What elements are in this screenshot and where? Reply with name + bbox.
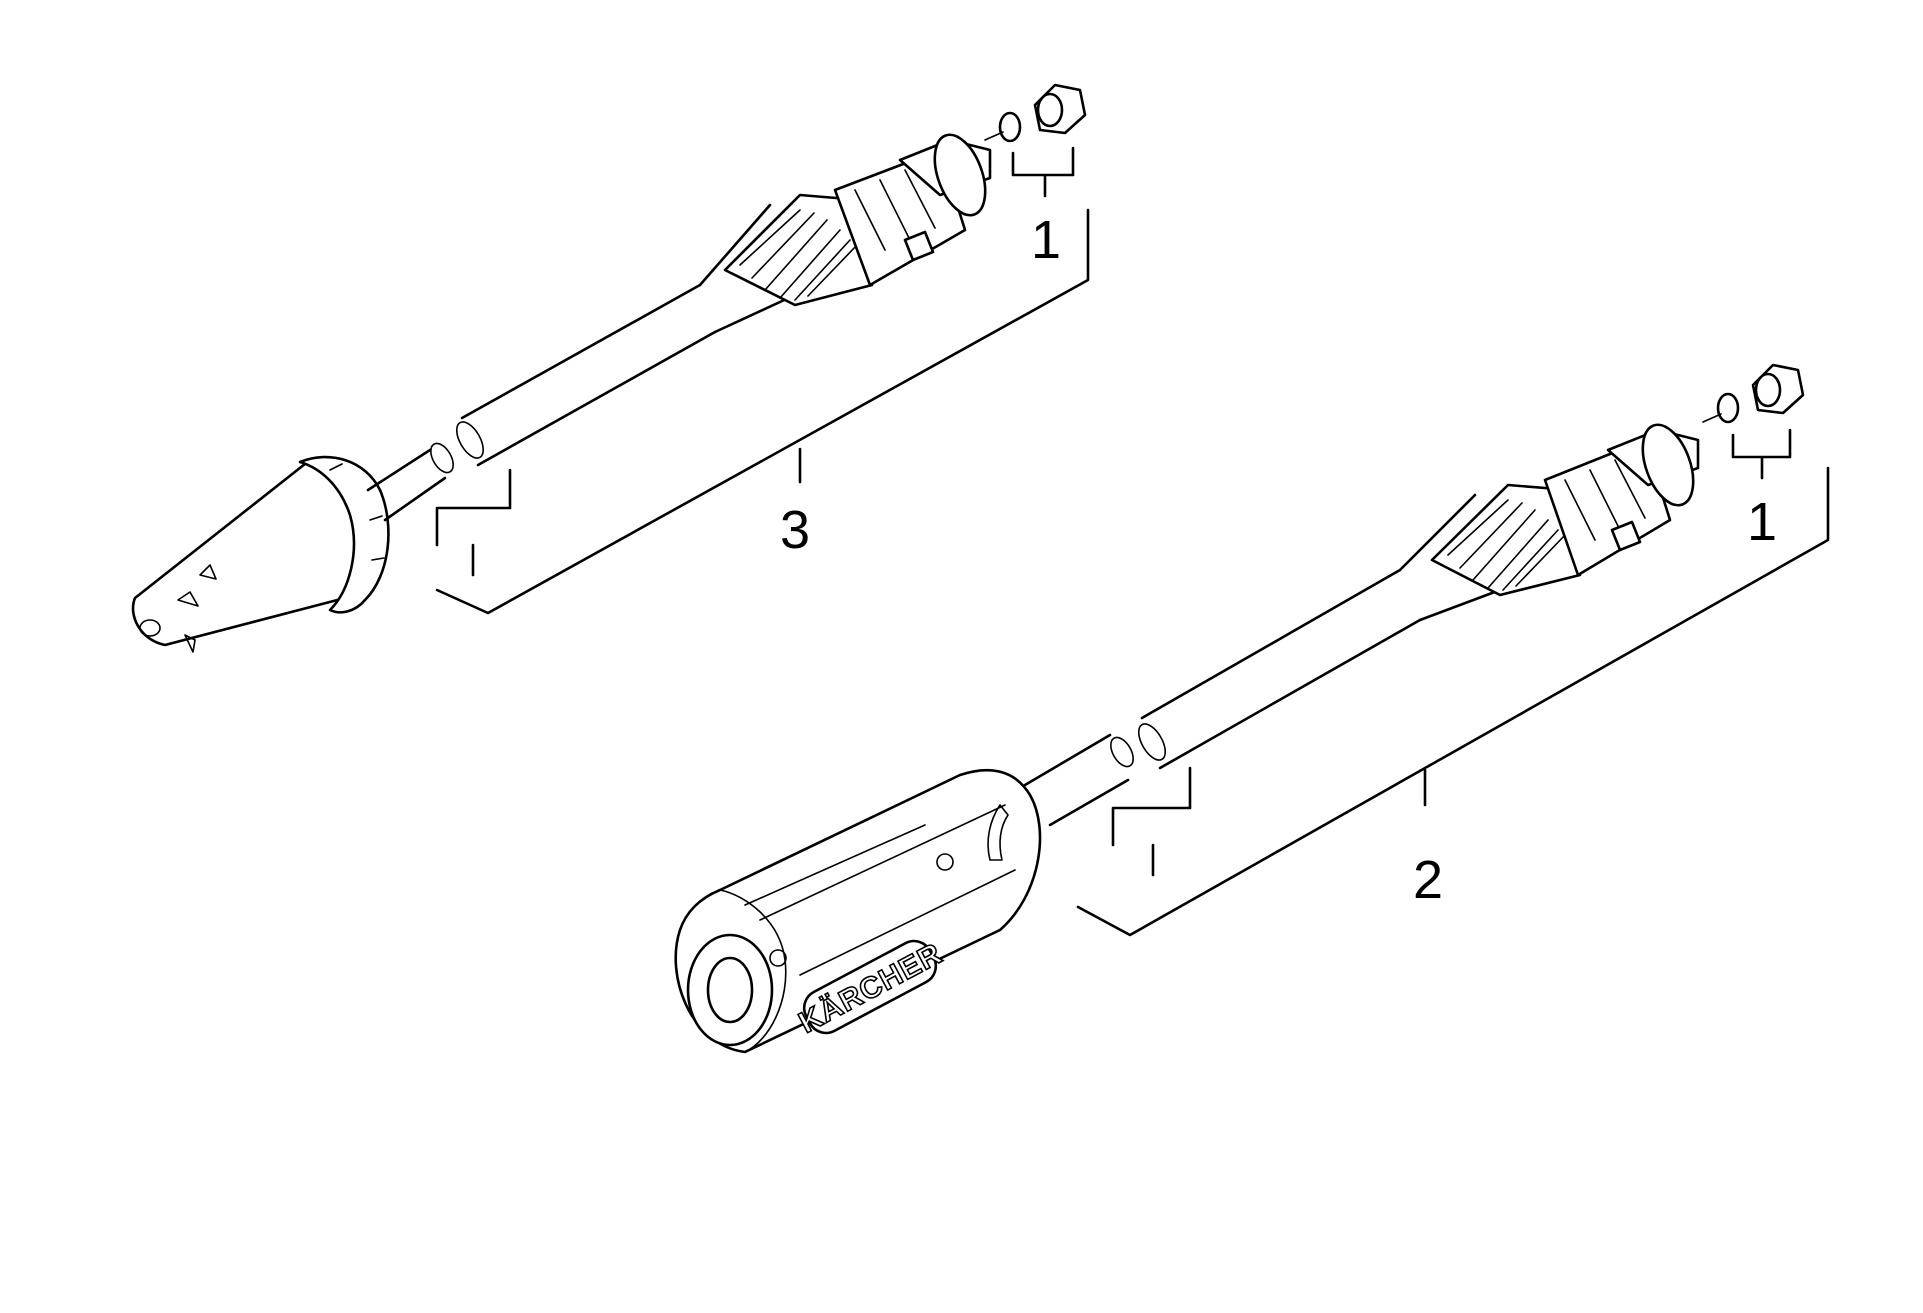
bottom-upper-tube	[1137, 493, 1502, 770]
callout-wand-bottom: 2	[1413, 850, 1443, 910]
top-main-bracket	[435, 208, 1090, 615]
bottom-ribbed-grip	[1430, 423, 1700, 597]
callout-seal-top: 1	[1031, 210, 1061, 270]
bottom-seal-bracket	[1731, 428, 1792, 480]
top-seal-and-nut	[984, 83, 1087, 143]
top-upper-tube	[455, 203, 797, 467]
callout-wand-top: 3	[780, 500, 810, 560]
top-lance-assembly	[131, 83, 1090, 653]
callout-seal-bottom: 1	[1747, 492, 1777, 552]
top-seal-bracket	[1011, 146, 1075, 198]
top-ribbed-grip	[723, 133, 992, 307]
rotary-nozzle-cone	[131, 455, 390, 653]
bottom-seal-and-nut	[1702, 363, 1805, 424]
bottom-lower-tube	[1023, 733, 1134, 827]
bottom-tube-bracket	[1111, 766, 1192, 877]
top-lower-tube	[366, 442, 454, 522]
bottom-lance-assembly: KÄRCHER	[674, 363, 1830, 1054]
vario-power-nozzle: KÄRCHER	[674, 768, 1042, 1054]
bottom-main-bracket	[1076, 466, 1830, 937]
top-tube-bracket	[435, 468, 512, 577]
